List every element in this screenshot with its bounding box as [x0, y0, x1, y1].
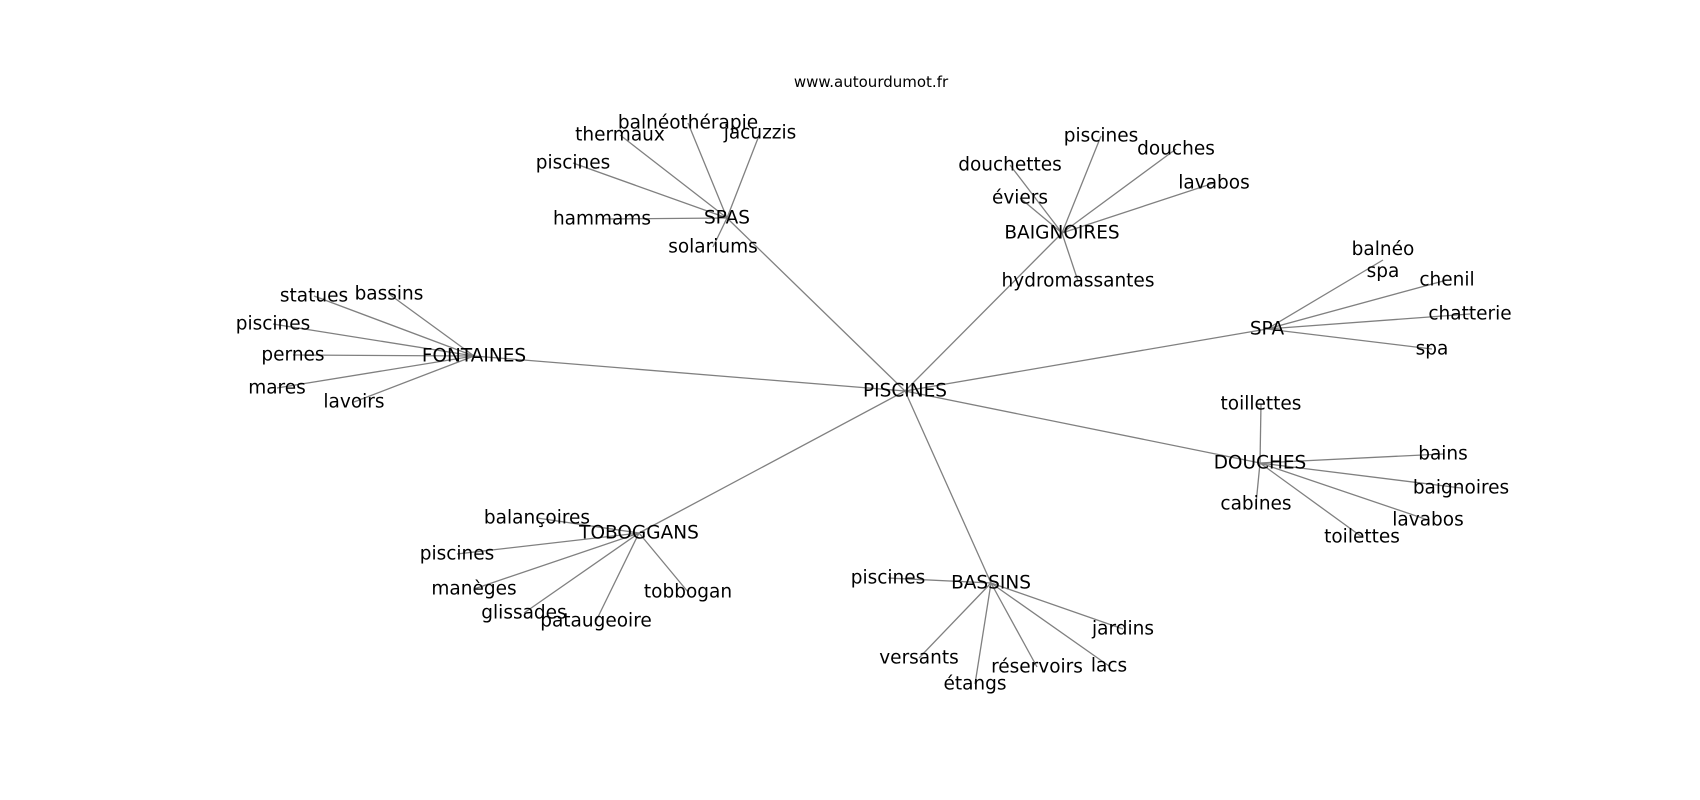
edge-douches-lavabos	[1259, 462, 1429, 521]
node-leaf-baignoires-piscines: piscines	[1064, 126, 1139, 147]
edge-douches-bains	[1259, 453, 1444, 464]
node-leaf-fontaines-pernes: pernes	[261, 345, 324, 366]
edge-fontaines-mares	[276, 355, 475, 389]
node-leaf-douches-cabines: cabines	[1220, 494, 1291, 515]
node-leaf-douches-toilettes: toilettes	[1324, 527, 1400, 548]
edge-bassins-jardins	[990, 582, 1124, 630]
node-leaf-douches-bains: bains	[1418, 444, 1468, 465]
node-group-spas: SPAS	[704, 208, 750, 229]
edge-center-douches	[904, 390, 1261, 464]
edge-spas-piscines	[572, 162, 728, 219]
node-leaf-toboggans-pataugeoire: pataugeoire	[540, 611, 652, 632]
node-leaf-spas-thermaux: thermaux	[575, 125, 665, 146]
edge-toboggans-piscines	[456, 532, 640, 555]
edge-douches-baignoires	[1259, 462, 1462, 489]
node-leaf-toboggans-balancoires: balançoires	[484, 508, 590, 529]
node-leaf-fontaines-statues: statues	[280, 286, 348, 307]
node-leaf-baignoires-eviers: éviers	[992, 188, 1048, 209]
edge-baignoires-douchettes	[1009, 164, 1063, 234]
node-leaf-douches-lavabos: lavabos	[1392, 510, 1463, 531]
node-leaf-baignoires-douches: douches	[1137, 139, 1215, 160]
edge-toboggans-pataugeoire	[595, 532, 640, 622]
edge-douches-cabines	[1255, 462, 1261, 505]
edge-toboggans-balancoires	[536, 517, 640, 534]
edge-toboggans-glissades	[523, 532, 640, 614]
node-leaf-toboggans-tobbogan: tobbogan	[644, 582, 732, 603]
node-leaf-spas-hammams: hammams	[553, 209, 651, 230]
node-group-bassins: BASSINS	[951, 573, 1031, 594]
edge-spa-spa	[1266, 328, 1433, 350]
node-leaf-douches-baignoires: baignoires	[1413, 478, 1509, 499]
graph-edges	[272, 122, 1471, 685]
edge-spas-thermaux	[619, 134, 728, 219]
edge-spa-chatterie	[1266, 313, 1471, 330]
edge-spa-balneo-spa	[1266, 259, 1384, 330]
node-leaf-bassins-etangs: étangs	[943, 674, 1006, 695]
edge-spa-chenil	[1266, 279, 1448, 330]
node-leaf-bassins-jardins: jardins	[1091, 619, 1154, 640]
node-leaf-spa-chatterie: chatterie	[1428, 304, 1511, 325]
node-leaf-baignoires-douchettes: douchettes	[958, 155, 1062, 176]
edge-douches-toillettes	[1259, 403, 1262, 464]
edge-spas-jacuzzis	[726, 132, 761, 219]
edge-fontaines-bassins	[388, 293, 475, 357]
node-leaf-douches-toillettes: toillettes	[1221, 394, 1302, 415]
node-group-baignoires: BAIGNOIRES	[1004, 223, 1119, 244]
edge-toboggans-maneges	[473, 532, 640, 590]
edge-baignoires-eviers	[1019, 197, 1063, 234]
edge-center-spas	[726, 217, 906, 392]
node-leaf-bassins-reservoirs: réservoirs	[991, 657, 1083, 678]
node-center-piscines: PISCINES	[863, 381, 947, 402]
edge-baignoires-hydromassantes	[1061, 232, 1079, 282]
node-leaf-spa-spa: spa	[1416, 339, 1449, 360]
node-leaf-bassins-versants: versants	[879, 648, 959, 669]
edge-toboggans-tobbogan	[638, 532, 689, 593]
edge-center-baignoires	[904, 232, 1063, 392]
edge-center-fontaines	[473, 355, 906, 392]
edge-bassins-reservoirs	[990, 582, 1038, 668]
edge-baignoires-douches	[1061, 148, 1177, 234]
node-leaf-baignoires-hydromassantes: hydromassantes	[1002, 271, 1155, 292]
node-group-spa: SPA	[1250, 319, 1285, 340]
node-leaf-bassins-piscines: piscines	[851, 568, 926, 589]
node-group-toboggans: TOBOGGANS	[578, 523, 699, 544]
node-leaf-spas-solariums: solariums	[668, 237, 758, 258]
node-leaf-fontaines-piscines: piscines	[236, 314, 311, 335]
node-leaf-spas-balneotherapie: balnéothérapie	[618, 113, 758, 134]
node-leaf-bassins-lacs: lacs	[1091, 656, 1127, 677]
edge-douches-toilettes	[1259, 462, 1363, 538]
node-leaf-baignoires-lavabos: lavabos	[1178, 173, 1249, 194]
node-leaf-toboggans-glissades: glissades	[481, 603, 566, 624]
edge-spas-solariums	[712, 217, 728, 248]
edge-spas-balneotherapie	[687, 122, 728, 219]
node-leaf-spa-chenil: chenil	[1419, 270, 1474, 291]
edge-center-bassins	[904, 390, 992, 584]
edge-spas-hammams	[601, 217, 728, 220]
edge-bassins-lacs	[990, 582, 1110, 667]
edge-center-toboggans	[638, 390, 906, 534]
node-leaf-spas-piscines: piscines	[536, 153, 611, 174]
edge-fontaines-piscines	[272, 323, 475, 357]
edge-baignoires-lavabos	[1061, 182, 1215, 234]
edge-center-spa	[904, 328, 1268, 392]
node-group-douches: DOUCHES	[1214, 453, 1307, 474]
edge-bassins-piscines	[887, 577, 992, 584]
edge-fontaines-lavoirs	[353, 355, 475, 403]
edge-bassins-etangs	[974, 582, 992, 685]
edge-bassins-versants	[918, 582, 992, 659]
edge-baignoires-piscines	[1061, 135, 1102, 234]
edge-fontaines-statues	[313, 295, 475, 357]
node-leaf-toboggans-maneges: manèges	[431, 579, 516, 600]
edge-fontaines-pernes	[292, 354, 475, 357]
node-leaf-toboggans-piscines: piscines	[420, 544, 495, 565]
node-leaf-fontaines-bassins: bassins	[355, 284, 424, 305]
node-group-fontaines: FONTAINES	[422, 346, 526, 367]
site-watermark: www.autourdumot.fr	[794, 73, 949, 91]
node-leaf-spas-jacuzzis: jacuzzis	[723, 123, 797, 144]
node-leaf-fontaines-lavoirs: lavoirs	[323, 392, 384, 413]
node-leaf-fontaines-mares: mares	[248, 378, 306, 399]
